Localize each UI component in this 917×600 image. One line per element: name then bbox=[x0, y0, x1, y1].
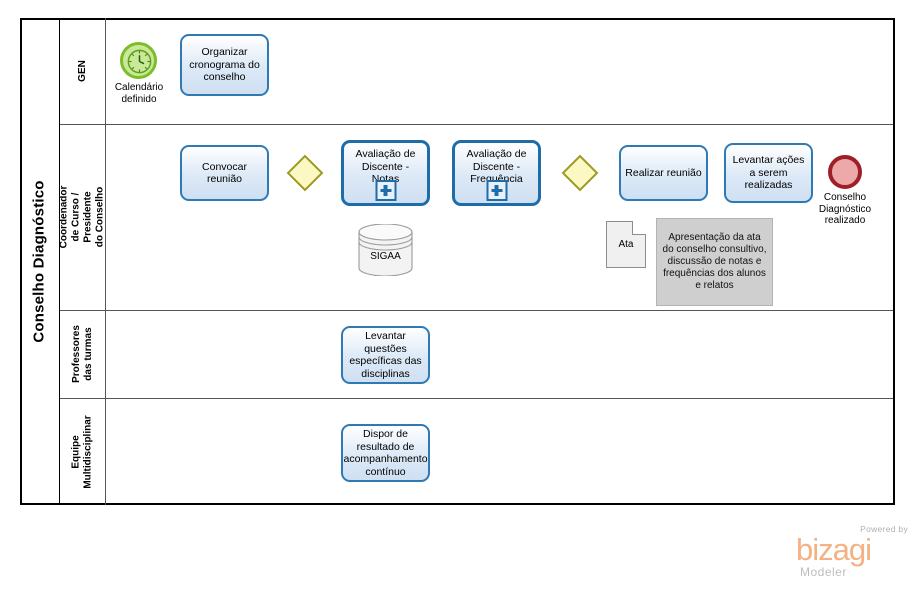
logo-powered-by: Powered by bbox=[860, 524, 908, 534]
task-label: Levantar questões específicas das discip… bbox=[349, 330, 422, 380]
lane-header-coordenador: Coordenador de Curso / Presidente do Con… bbox=[58, 124, 106, 310]
lane-header-professores: Professores das turmas bbox=[60, 310, 106, 398]
task-convocar-reuniao[interactable]: Convocar reunião bbox=[180, 145, 269, 201]
data-object-ata: Ata bbox=[606, 221, 646, 268]
timer-start-event-label: Calendário definido bbox=[114, 82, 164, 105]
task-label: Realizar reunião bbox=[625, 166, 702, 179]
logo-product: Modeler bbox=[800, 565, 847, 579]
pool-title: Conselho Diagnóstico bbox=[20, 18, 60, 505]
task-realizar-reuniao[interactable]: Realizar reunião bbox=[619, 145, 708, 201]
text-annotation: Apresentação da ata do conselho consulti… bbox=[656, 218, 773, 306]
task-label: Avaliação de Discente - Frequência bbox=[466, 148, 527, 185]
lane-label-equipe: Equipe Multidisciplinar bbox=[70, 414, 94, 489]
logo-brand: bizagi bbox=[796, 532, 872, 567]
subprocess-avaliacao-notas[interactable]: Avaliação de Discente - Notas bbox=[341, 140, 430, 206]
pool-title-label: Conselho Diagnóstico bbox=[31, 180, 48, 343]
lane-label-professores: Professores das turmas bbox=[70, 325, 94, 383]
task-label: Levantar ações a serem realizadas bbox=[732, 154, 805, 192]
task-levantar-questoes[interactable]: Levantar questões específicas das discip… bbox=[341, 326, 430, 384]
end-event[interactable] bbox=[828, 155, 862, 189]
task-dispor-resultado[interactable]: Dispor de resultado de acompanhamento co… bbox=[341, 424, 430, 482]
task-label: Dispor de resultado de acompanhamento co… bbox=[343, 428, 428, 478]
data-object-label: Ata bbox=[618, 239, 634, 250]
task-label: Organizar cronograma do conselho bbox=[189, 46, 260, 84]
bizagi-watermark: Powered by bizagi Modeler bbox=[790, 524, 910, 579]
task-organizar-cronograma[interactable]: Organizar cronograma do conselho bbox=[180, 34, 269, 96]
document-fold-icon bbox=[632, 221, 646, 235]
subprocess-plus-icon bbox=[486, 180, 507, 201]
task-levantar-acoes[interactable]: Levantar ações a serem realizadas bbox=[724, 143, 813, 203]
end-event-label: Conselho Diagnóstico realizado bbox=[818, 192, 872, 226]
lane-header-gen: GEN bbox=[60, 18, 106, 124]
lane-header-equipe: Equipe Multidisciplinar bbox=[60, 398, 106, 505]
lane-separator-3 bbox=[60, 398, 893, 399]
lane-separator-1 bbox=[60, 124, 893, 125]
lane-label-gen: GEN bbox=[76, 60, 88, 82]
lane-label-coordenador: Coordenador de Curso / Presidente do Con… bbox=[58, 185, 106, 249]
timer-start-event[interactable] bbox=[120, 42, 157, 79]
subprocess-avaliacao-frequencia[interactable]: Avaliação de Discente - Frequência bbox=[452, 140, 541, 206]
text-annotation-label: Apresentação da ata do conselho consulti… bbox=[662, 232, 767, 291]
task-label: Convocar reunião bbox=[202, 160, 247, 186]
subprocess-plus-icon bbox=[375, 180, 396, 201]
datastore-sigaa: SIGAA bbox=[357, 224, 414, 276]
lane-separator-2 bbox=[60, 310, 893, 311]
datastore-label: SIGAA bbox=[370, 251, 401, 262]
